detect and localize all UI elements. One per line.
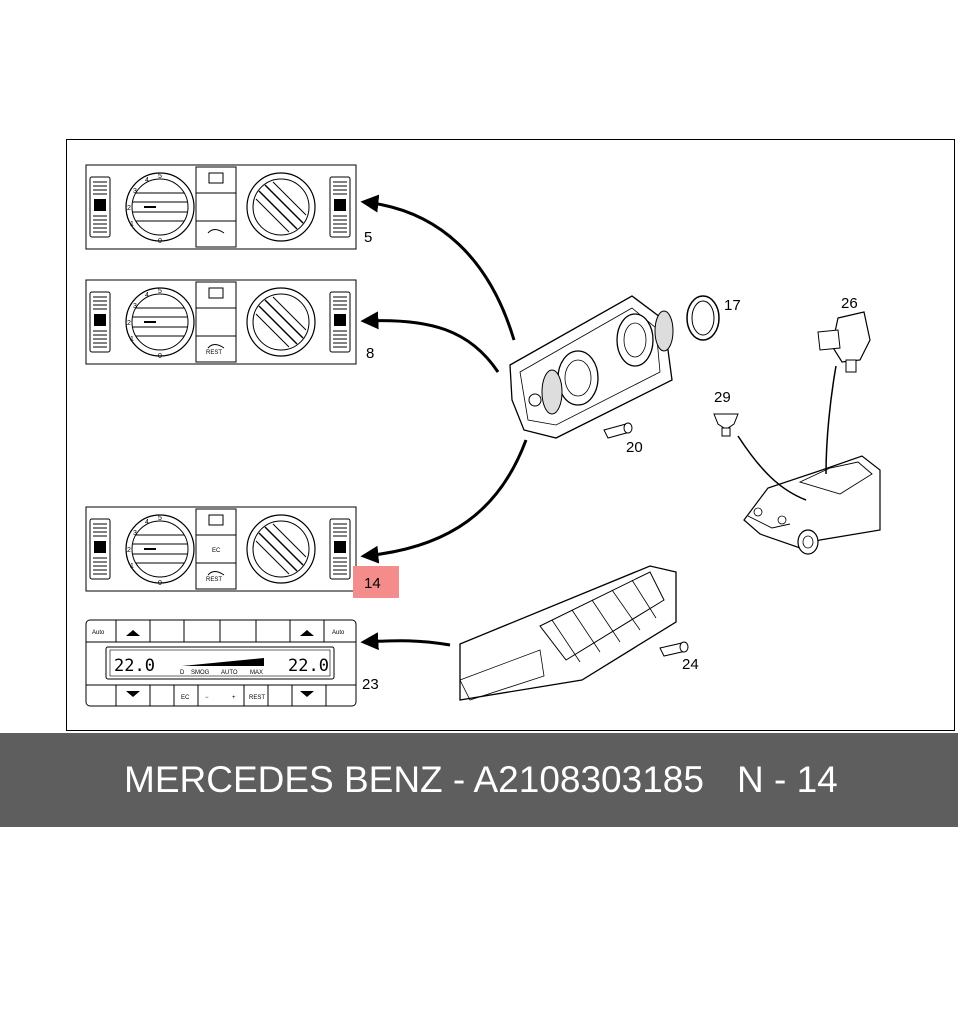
svg-text:1: 1 (130, 221, 134, 228)
svg-text:2: 2 (127, 320, 131, 327)
svg-text:2: 2 (127, 547, 131, 554)
svg-text:5: 5 (158, 288, 162, 295)
svg-text:Auto: Auto (92, 630, 105, 636)
svg-text:5: 5 (158, 173, 162, 180)
callout-29: 29 (714, 389, 731, 406)
svg-text:4: 4 (145, 177, 149, 184)
panel-5: 5 4 3 2 1 0 (85, 164, 357, 250)
svg-text:REST: REST (206, 577, 222, 583)
callout-20: 20 (626, 439, 643, 456)
svg-text:SMOG: SMOG (191, 670, 210, 676)
callout-17: 17 (724, 297, 741, 314)
svg-text:1: 1 (130, 336, 134, 343)
arrows (360, 194, 528, 651)
svg-text:3: 3 (133, 530, 137, 537)
callout-26: 26 (841, 295, 858, 312)
svg-text:4: 4 (145, 292, 149, 299)
panel-23-auto-climate: Auto Auto 22.0 22.0 D SMOG AUTO MAX EC −… (85, 619, 357, 707)
diagram-frame (66, 139, 955, 731)
arrow-to-5 (360, 194, 516, 341)
svg-text:EC: EC (212, 548, 221, 554)
arrow-to-23 (360, 632, 451, 651)
part-20-bulb (603, 422, 633, 439)
part-number-text: MERCEDES BENZ - A2108303185 (124, 759, 704, 800)
svg-text:REST: REST (249, 695, 265, 701)
callout-8: 8 (366, 345, 374, 362)
svg-text:4: 4 (145, 519, 149, 526)
arrow-to-8 (360, 311, 500, 373)
svg-text:EC: EC (181, 695, 190, 701)
svg-text:1: 1 (130, 563, 134, 570)
callout-24: 24 (682, 656, 699, 673)
svg-text:0: 0 (158, 353, 162, 360)
part-23-module (459, 565, 677, 701)
svg-text:2: 2 (127, 205, 131, 212)
callout-5: 5 (364, 229, 372, 246)
svg-text:Auto: Auto (332, 630, 345, 636)
footer-bar: MERCEDES BENZ - A2108303185 N - 14 (0, 733, 958, 827)
car-illustration (743, 455, 881, 555)
panel-8: 5 4 3 2 1 0 REST (85, 279, 357, 365)
svg-text:5: 5 (158, 515, 162, 522)
parts-diagram: 5 4 3 2 1 0 5 4 3 2 1 0 REST 5 4 3 2 1 0… (85, 164, 881, 707)
callout-14: 14 (364, 575, 381, 592)
position-text: N - 14 (737, 759, 838, 800)
svg-text:0: 0 (158, 580, 162, 587)
svg-text:22.0: 22.0 (114, 656, 155, 676)
part-26-sensor (817, 311, 871, 373)
svg-text:MAX: MAX (250, 670, 263, 676)
arrow-to-14 (360, 439, 528, 564)
svg-text:AUTO: AUTO (221, 670, 238, 676)
svg-text:REST: REST (206, 350, 222, 356)
leader-lines (737, 365, 837, 501)
panel-14: 5 4 3 2 1 0 EC REST (85, 506, 357, 592)
svg-text:3: 3 (133, 188, 137, 195)
svg-text:3: 3 (133, 303, 137, 310)
part-24-bulb (659, 641, 689, 657)
svg-text:0: 0 (158, 238, 162, 245)
svg-text:22.0: 22.0 (288, 656, 329, 676)
control-unit-assembly (509, 295, 674, 439)
part-29-clip (713, 413, 739, 437)
svg-text:+: + (232, 695, 236, 701)
highlight-14 (353, 566, 399, 598)
svg-text:D: D (180, 670, 185, 676)
callout-23: 23 (362, 676, 379, 693)
svg-text:−: − (205, 695, 209, 701)
part-17-knob-ring (686, 295, 720, 341)
